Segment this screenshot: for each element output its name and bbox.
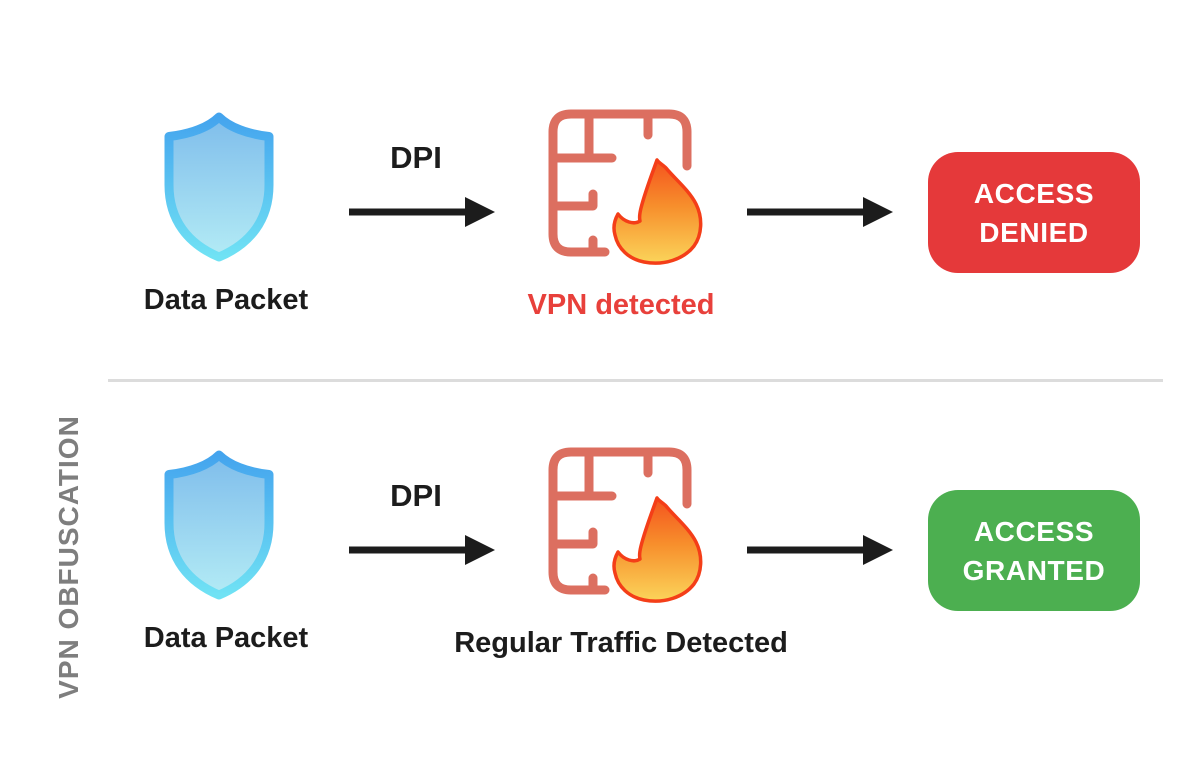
dpi-label: DPI	[390, 140, 442, 175]
badge-line2: GRANTED	[962, 554, 1106, 586]
detection-label: Regular Traffic Detected	[454, 627, 788, 659]
firewall-wall	[548, 447, 692, 595]
dpi-label: DPI	[390, 478, 442, 513]
shield-icon	[164, 112, 274, 262]
shield-icon	[164, 450, 274, 600]
data-packet-label: Data Packet	[143, 284, 309, 316]
firewall-flame-icon	[548, 447, 703, 603]
data-packet-label: Data Packet	[143, 622, 309, 654]
scenario-row-obfuscated: Data Packet DPI Regular Traffic Detected	[0, 338, 1200, 678]
badge-line1: ACCESS	[973, 515, 1095, 547]
flame-icon	[612, 496, 703, 603]
badge-line2: DENIED	[979, 216, 1089, 248]
badge-line1: ACCESS	[973, 177, 1095, 209]
arrow-right-icon	[349, 535, 495, 565]
arrow-right-icon	[349, 197, 495, 227]
arrow-right-icon	[747, 197, 893, 227]
access-denied-badge: ACCESS DENIED	[928, 152, 1140, 273]
flame-icon	[612, 158, 703, 265]
firewall-flame-icon	[548, 109, 703, 265]
detection-label: VPN detected	[527, 289, 715, 321]
arrow-right-icon	[747, 535, 893, 565]
access-granted-badge: ACCESS GRANTED	[928, 490, 1140, 611]
firewall-wall	[548, 109, 692, 257]
row-divider	[108, 379, 1163, 382]
scenario-row-vpn-detected: Data Packet DPI VPN detected	[0, 0, 1200, 340]
